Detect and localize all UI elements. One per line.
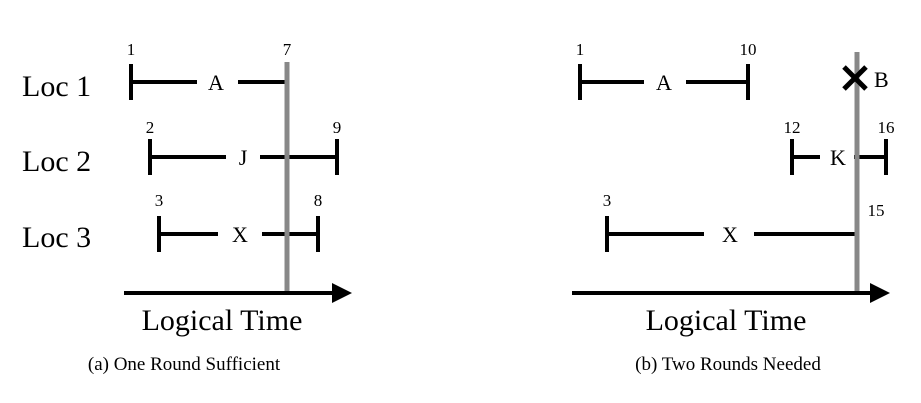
time-axis-arrowhead <box>332 283 352 303</box>
interval-start-tick: 1 <box>127 40 136 59</box>
time-axis-arrowhead <box>870 283 890 303</box>
interval-end-tick: 10 <box>740 40 757 59</box>
interval-j-row2: J 2 9 <box>146 118 342 175</box>
interval-label: K <box>830 145 846 170</box>
loc-2-label: Loc 2 <box>22 145 91 178</box>
interval-start-tick: 1 <box>576 40 585 59</box>
interval-label: X <box>232 222 248 247</box>
interval-end-tick: 15 <box>868 201 885 220</box>
interval-end-tick: 16 <box>878 118 895 137</box>
marker-label: B <box>874 67 889 92</box>
caption: (b) Two Rounds Needed <box>635 354 821 375</box>
axis-label: Logical Time <box>646 304 807 337</box>
interval-end-tick: 9 <box>333 118 342 137</box>
interval-k-row2: K 12 16 <box>784 118 895 175</box>
interval-a-row1: A 1 7 <box>127 40 292 100</box>
caption: (a) One Round Sufficient <box>88 354 281 375</box>
interval-label: J <box>239 145 248 170</box>
axis-label: Logical Time <box>142 304 303 337</box>
interval-start-tick: 12 <box>784 118 801 137</box>
cross-mark-icon <box>842 65 868 91</box>
interval-a-row1: A 1 10 <box>576 40 757 100</box>
interval-start-tick: 3 <box>603 191 612 210</box>
panel-b: A 1 10 K 12 16 X 3 15 B <box>572 40 895 375</box>
loc-3-label: Loc 3 <box>22 221 91 254</box>
interval-start-tick: 3 <box>155 191 164 210</box>
interval-x-row3: X 3 8 <box>155 191 323 252</box>
abort-marker-b: B <box>842 65 889 92</box>
interval-end-tick: 8 <box>314 191 323 210</box>
interval-label: A <box>208 70 224 95</box>
interval-end-tick: 7 <box>283 40 292 59</box>
interval-x-row3: X 3 15 <box>603 191 885 252</box>
interval-start-tick: 2 <box>146 118 155 137</box>
panel-a: Loc 1 Loc 2 Loc 3 A 1 7 J 2 9 <box>22 40 352 375</box>
interval-label: X <box>722 222 738 247</box>
loc-1-label: Loc 1 <box>22 70 91 103</box>
interval-label: A <box>656 70 672 95</box>
